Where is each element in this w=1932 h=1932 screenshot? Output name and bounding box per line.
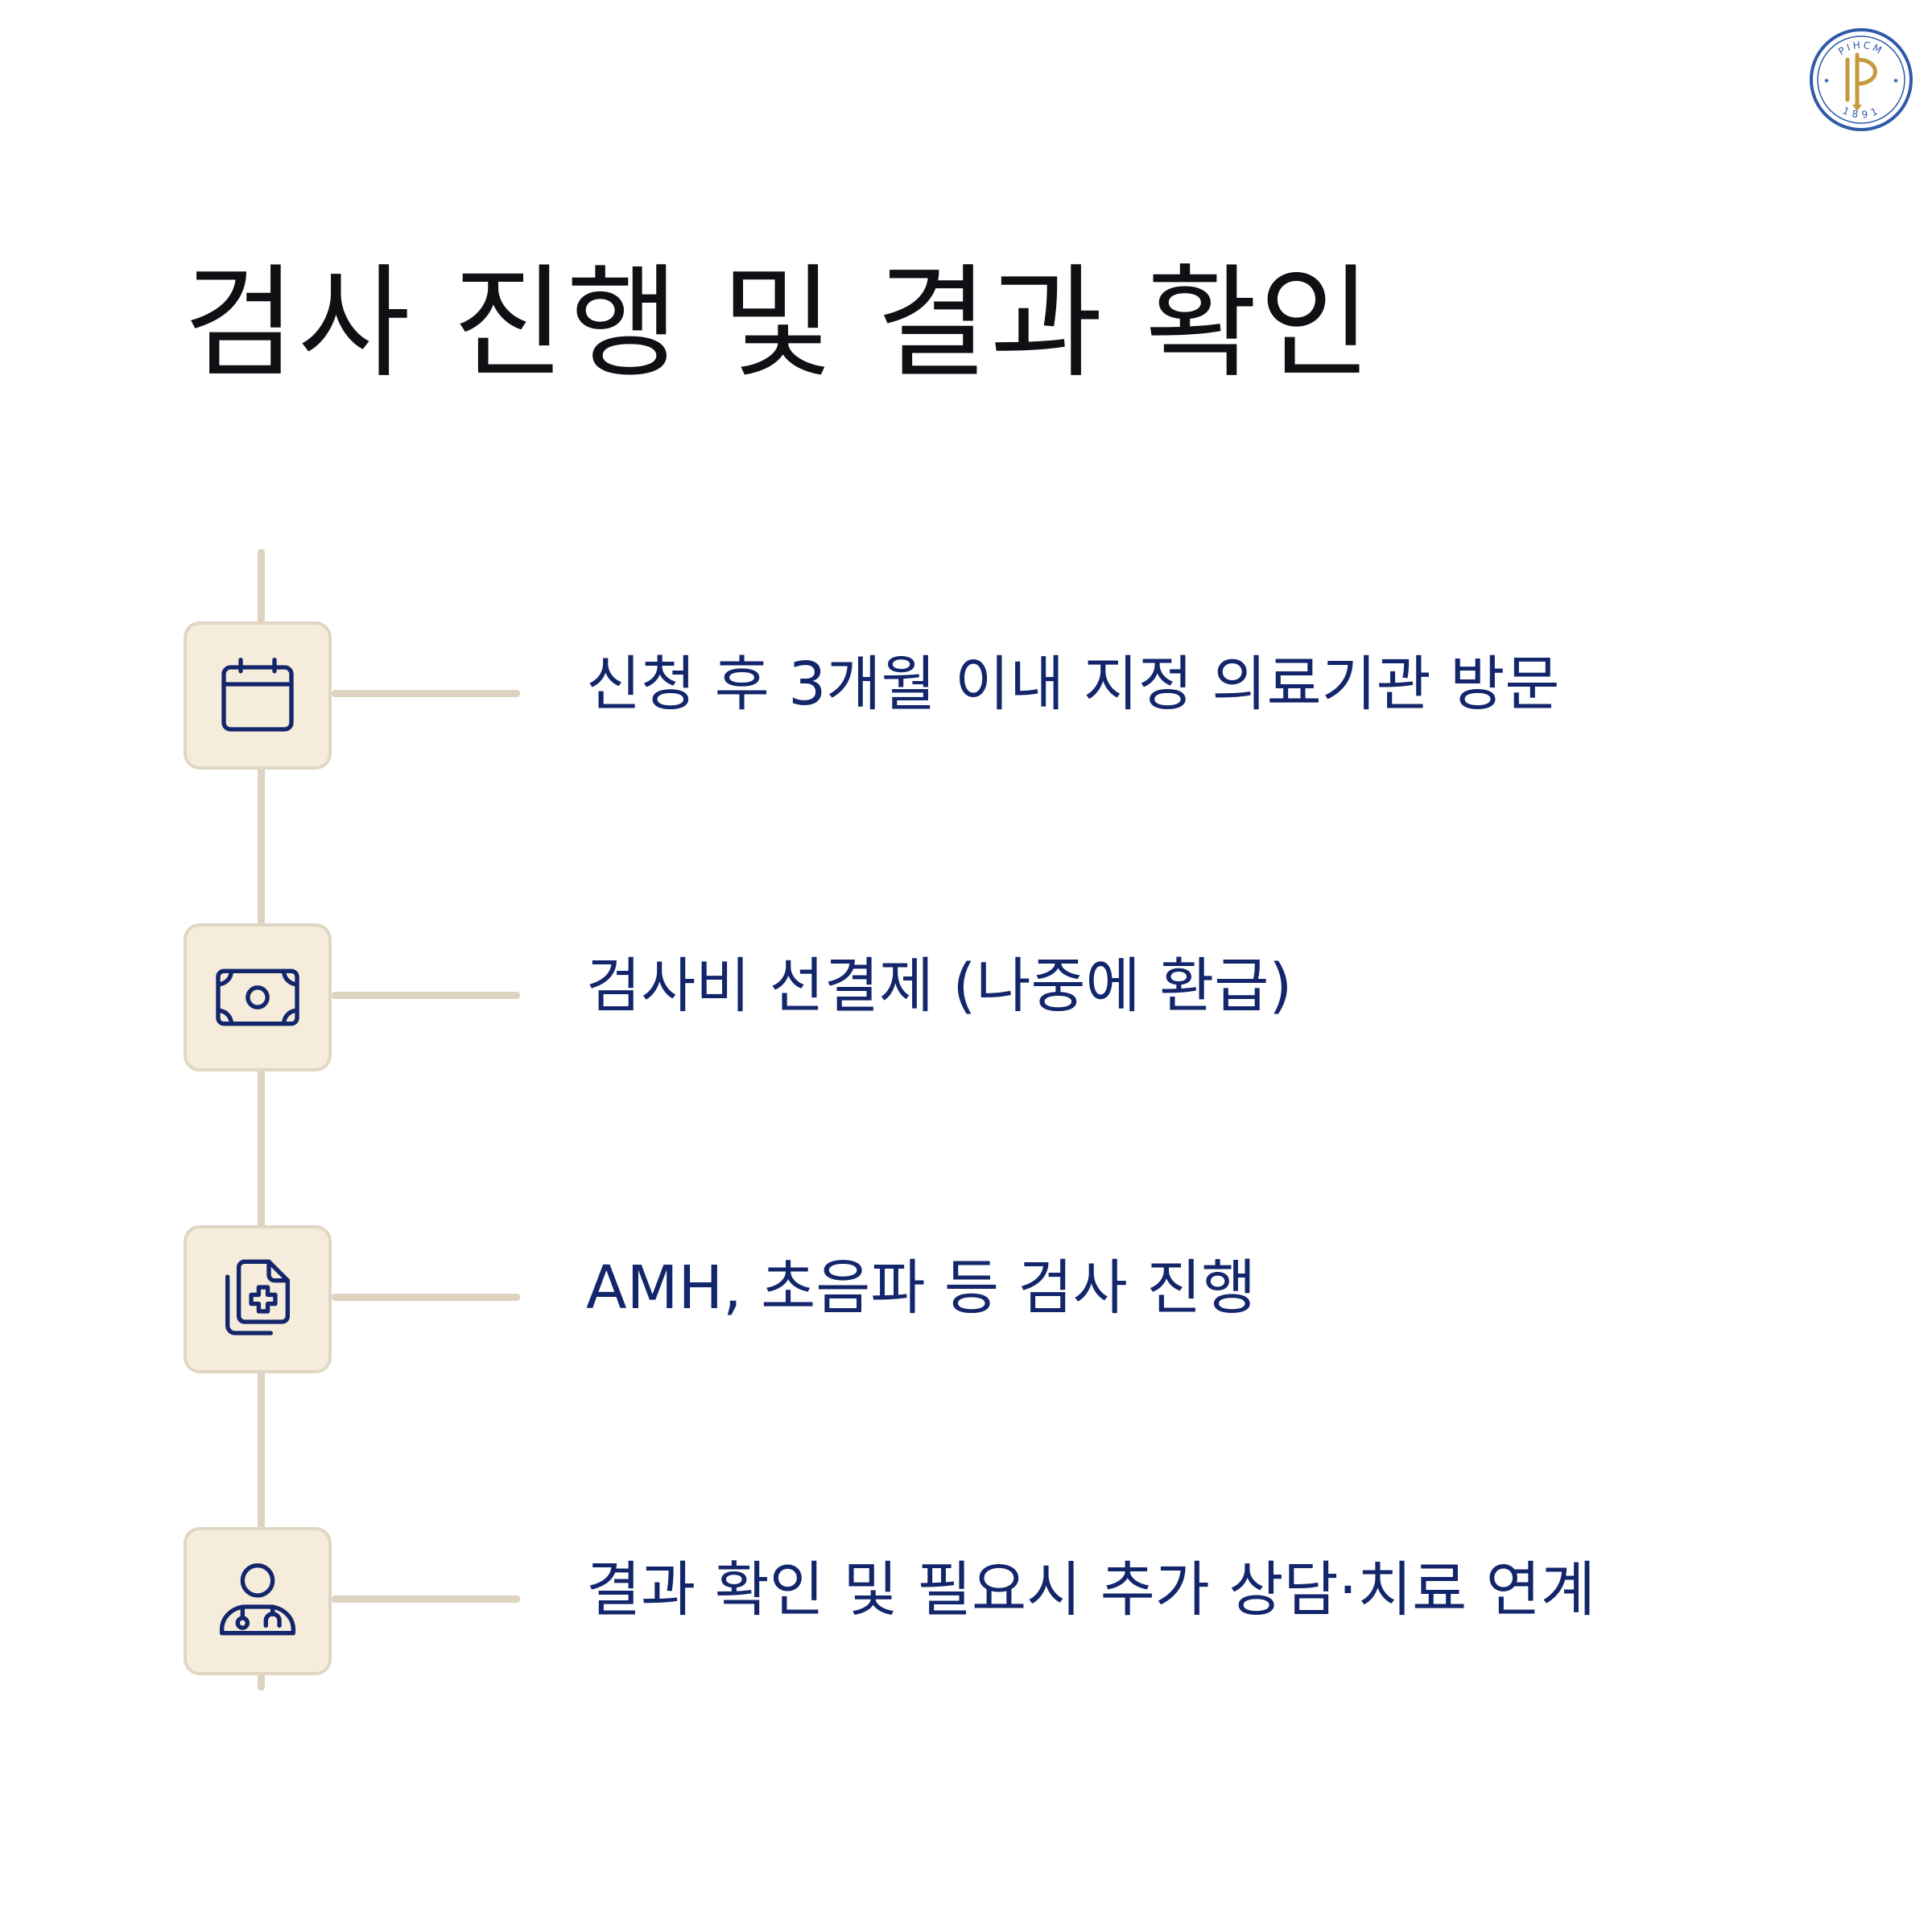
step-3: AMH, 초음파 등 검사 진행 (184, 1225, 1874, 1373)
step-1-text: 신청 후 3개월 이내 지정 의료기관 방문 (586, 650, 1560, 719)
step-connector (332, 992, 520, 999)
timeline-line (258, 549, 265, 1690)
step-connector (332, 1294, 520, 1301)
pihcm-logo: PIHCM 1891 ★ ★ (1807, 26, 1915, 134)
page-title: 검사 진행 및 결과 확인 (184, 252, 1373, 394)
money-icon (216, 968, 299, 1026)
medical-documents-icon (225, 1259, 291, 1335)
step-2-text: 검사비 선결제 (나중에 환급) (586, 952, 1293, 1021)
step-icon-box (184, 923, 332, 1071)
step-2: 검사비 선결제 (나중에 환급) (184, 923, 1874, 1071)
step-4-text: 결과 확인 및 필요시 추가 상담·치료 연계 (586, 1555, 1596, 1624)
svg-text:★: ★ (1823, 77, 1830, 85)
step-icon-box (184, 1527, 332, 1675)
step-icon-box (184, 1225, 332, 1373)
svg-text:★: ★ (1893, 77, 1899, 85)
doctor-icon (219, 1563, 296, 1636)
step-connector (332, 690, 520, 697)
step-1: 신청 후 3개월 이내 지정 의료기관 방문 (184, 621, 1874, 770)
pihcm-logo-emblem: PIHCM 1891 ★ ★ (1810, 28, 1913, 131)
calendar-icon (221, 657, 294, 732)
step-3-text: AMH, 초음파 등 검사 진행 (586, 1253, 1257, 1323)
step-4: 결과 확인 및 필요시 추가 상담·치료 연계 (184, 1527, 1874, 1675)
step-icon-box (184, 621, 332, 770)
step-connector (332, 1596, 520, 1603)
